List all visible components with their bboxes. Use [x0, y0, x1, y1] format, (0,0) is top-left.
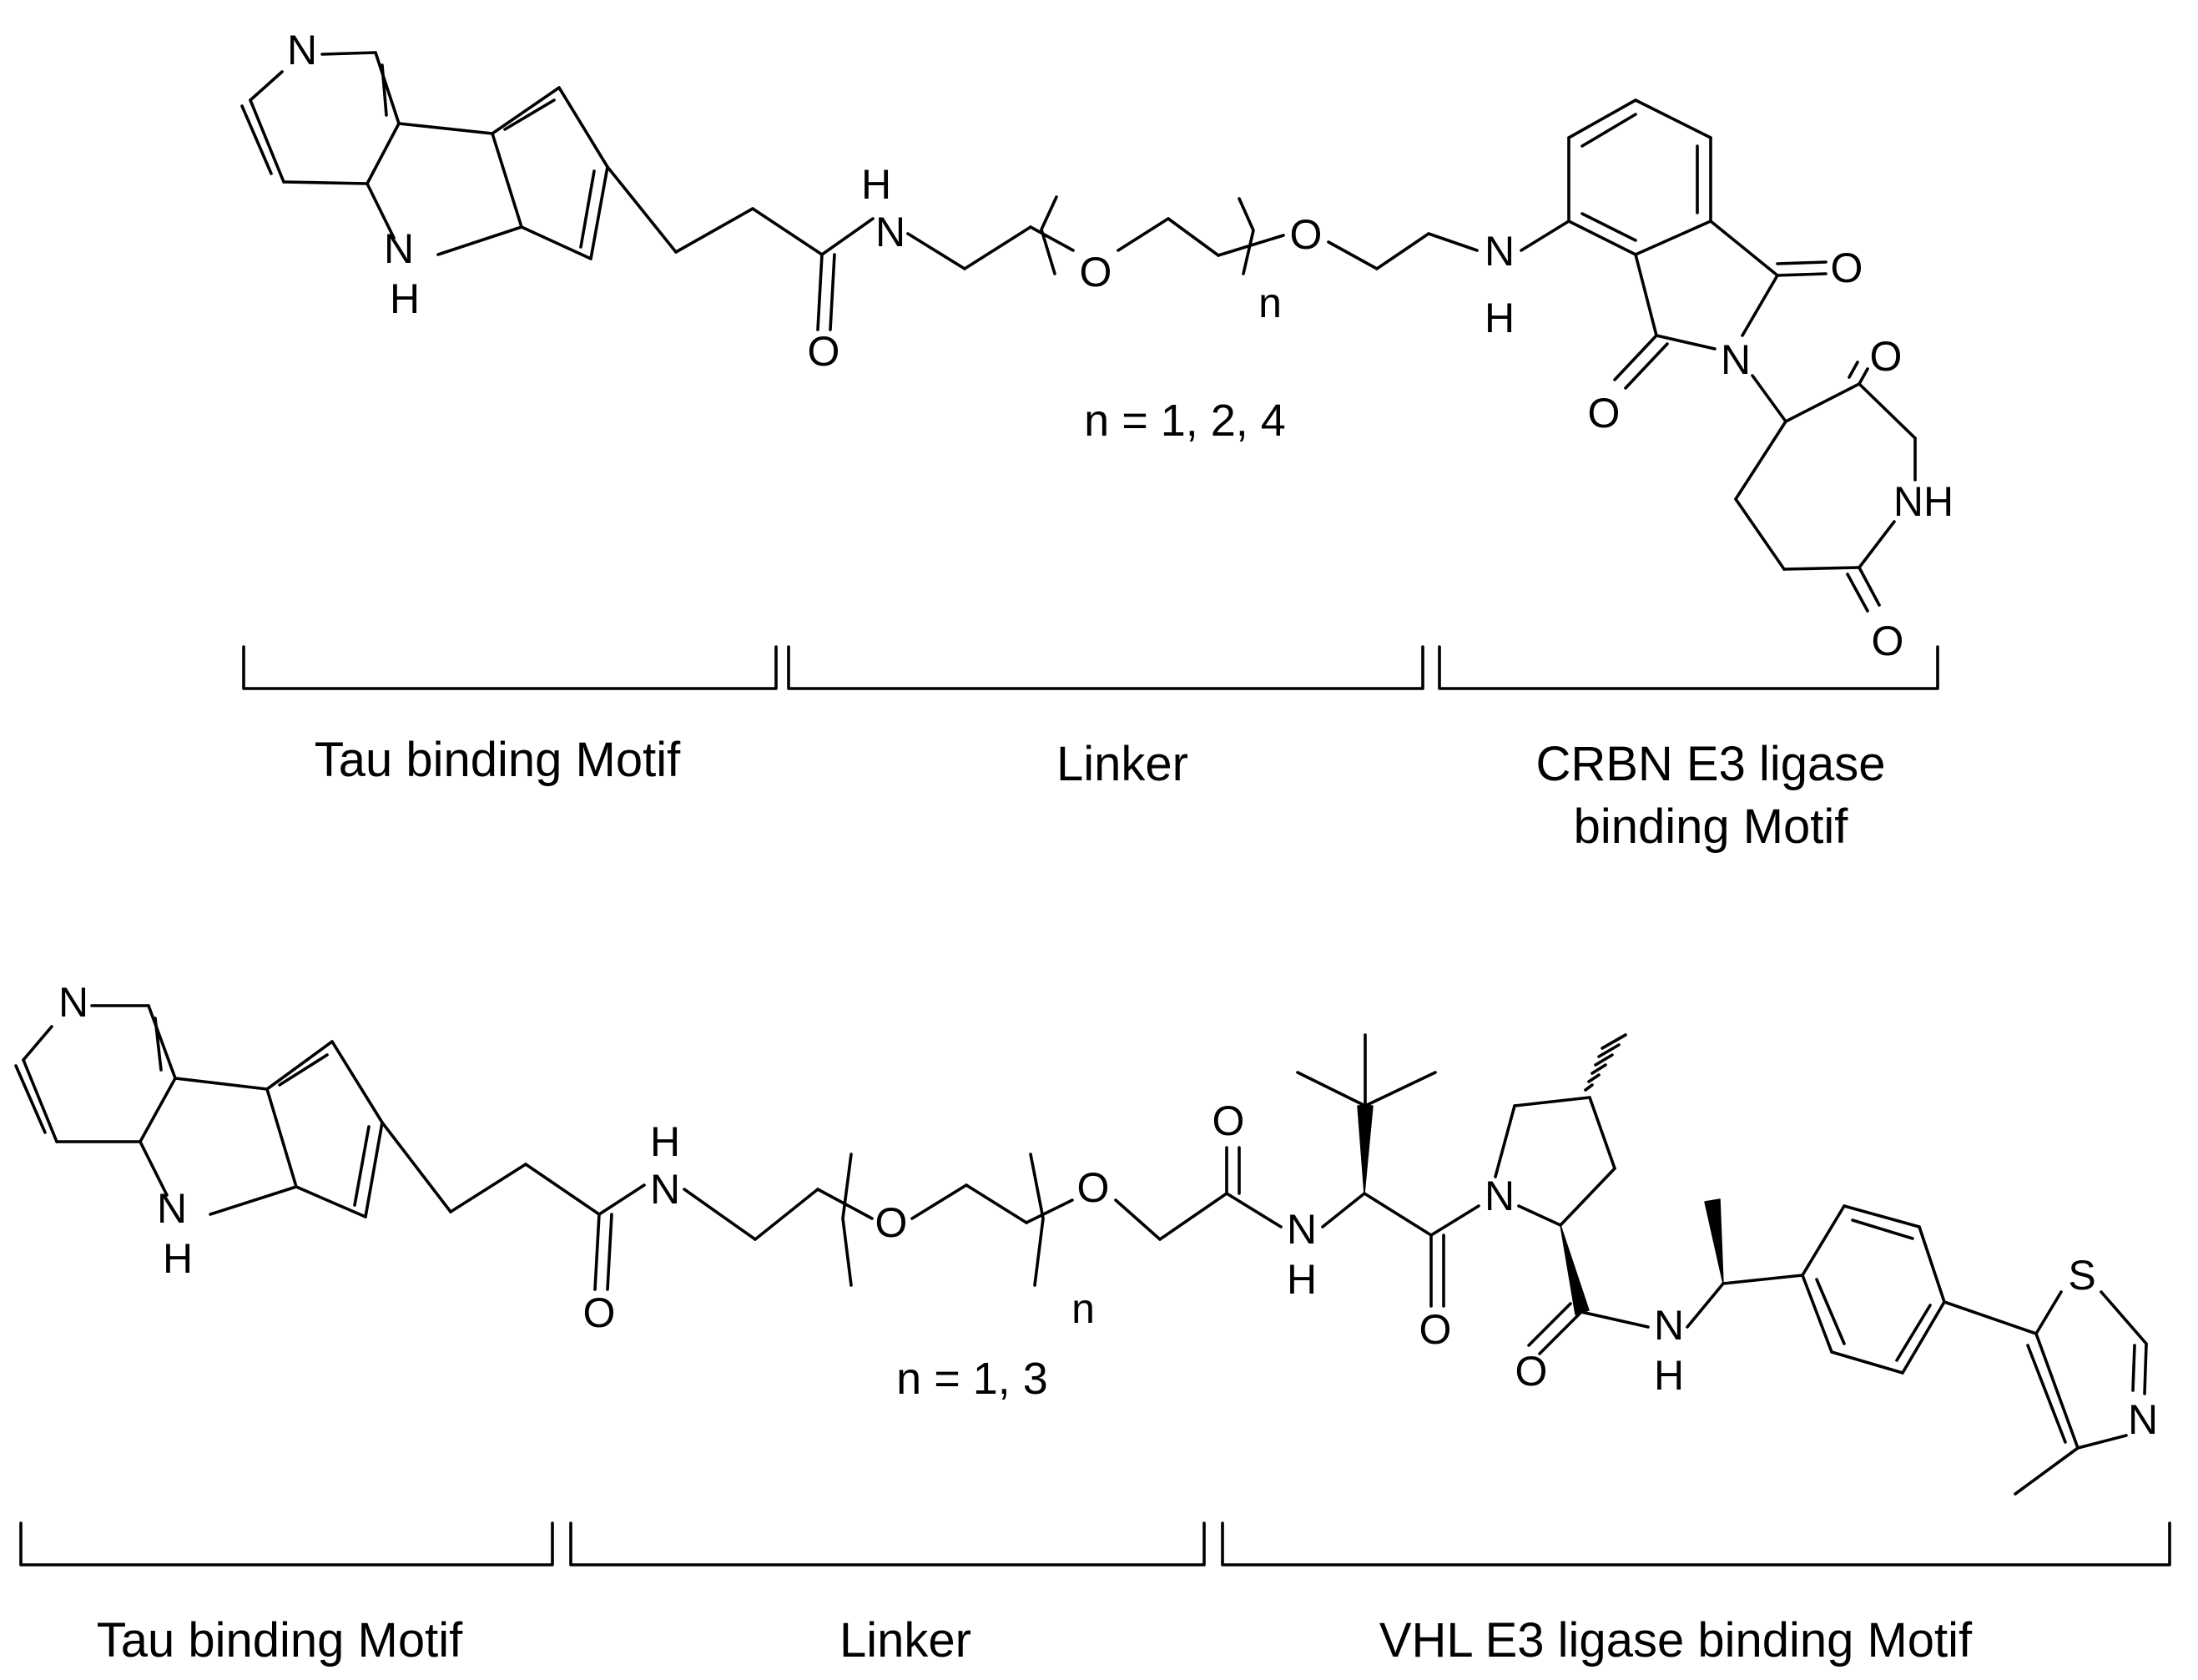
scheme-1-crbn-label-line-1: CRBN E3 ligase: [1535, 737, 1885, 791]
aryl-amine-hydrogen: H: [1485, 295, 1515, 341]
peg-oxygen-1: O: [1080, 249, 1112, 295]
amide-nitrogen: N: [650, 1166, 680, 1213]
thiazole-nitrogen: N: [2128, 1396, 2158, 1443]
amide-nitrogen: N: [875, 209, 905, 255]
glutarimide-oxygen-bottom: O: [1872, 618, 1904, 664]
amide-hydrogen: H: [650, 1118, 680, 1165]
indole-hydrogen: H: [163, 1235, 193, 1282]
scheme-1-crbn-label-line-2: binding Motif: [1574, 800, 1849, 854]
indole-hydrogen: H: [390, 275, 420, 322]
pyridine-nitrogen: N: [287, 27, 317, 73]
peg-oxygen-2: O: [1077, 1164, 1110, 1211]
imide-nitrogen: N: [1721, 336, 1751, 383]
scheme-1-linker-label: Linker: [1056, 737, 1188, 791]
benzylamide-hydrogen: H: [1654, 1352, 1684, 1399]
peg-oxygen-1: O: [875, 1199, 908, 1246]
carboxamide-oxygen: O: [1515, 1348, 1548, 1395]
scheme-2-tau-label: Tau binding Motif: [97, 1613, 463, 1667]
amide-oxygen: O: [583, 1289, 616, 1336]
scheme-2-atom-labels: N N H N H O O n O O N H O N O N H S N: [58, 979, 2158, 1443]
scheme-1-crbn-protac: N N H N H O O n O N H O N O O NH O n = 1…: [240, 27, 1953, 854]
peg-oxygen-2: O: [1290, 211, 1323, 258]
scheme-1-atom-labels: N N H N H O O n O N H O N O O NH O: [287, 27, 1953, 664]
imide-oxygen-bottom: O: [1588, 390, 1621, 436]
tle-amide-nitrogen: N: [1287, 1206, 1317, 1253]
scheme-1-tau-label: Tau binding Motif: [315, 733, 681, 787]
scheme-2-bonds: [14, 1004, 2171, 1566]
indole-nitrogen: N: [384, 225, 414, 272]
benzylamide-nitrogen: N: [1654, 1302, 1684, 1349]
scheme-1-bonds: [240, 51, 1939, 690]
repeat-subscript: n: [1258, 280, 1282, 326]
glutarimide-oxygen-top: O: [1870, 333, 1903, 380]
amide-hydrogen: H: [861, 161, 891, 208]
scheme-2-vhl-label: VHL E3 ligase binding Motif: [1379, 1613, 1973, 1667]
tle-amide-hydrogen: H: [1287, 1256, 1317, 1303]
glutarimide-nh: NH: [1893, 478, 1953, 525]
glycolamide-oxygen: O: [1212, 1097, 1245, 1144]
indole-nitrogen: N: [157, 1185, 187, 1232]
scheme-2-n-values: n = 1, 3: [896, 1354, 1048, 1404]
pyrrolidine-nitrogen: N: [1485, 1173, 1515, 1219]
aryl-amine-nitrogen: N: [1485, 228, 1515, 275]
scheme-2-linker-label: Linker: [839, 1613, 971, 1667]
repeat-subscript: n: [1071, 1285, 1095, 1332]
tle-carbonyl-oxygen: O: [1419, 1306, 1452, 1353]
imide-oxygen-top: O: [1831, 245, 1863, 291]
scheme-1-n-values: n = 1, 2, 4: [1084, 396, 1286, 446]
amide-oxygen: O: [808, 328, 840, 375]
scheme-2-vhl-protac: N N H N H O O n O O N H O N O N H S N n …: [14, 979, 2171, 1667]
thiazole-sulfur: S: [2068, 1252, 2095, 1299]
pyridine-nitrogen: N: [58, 979, 88, 1026]
